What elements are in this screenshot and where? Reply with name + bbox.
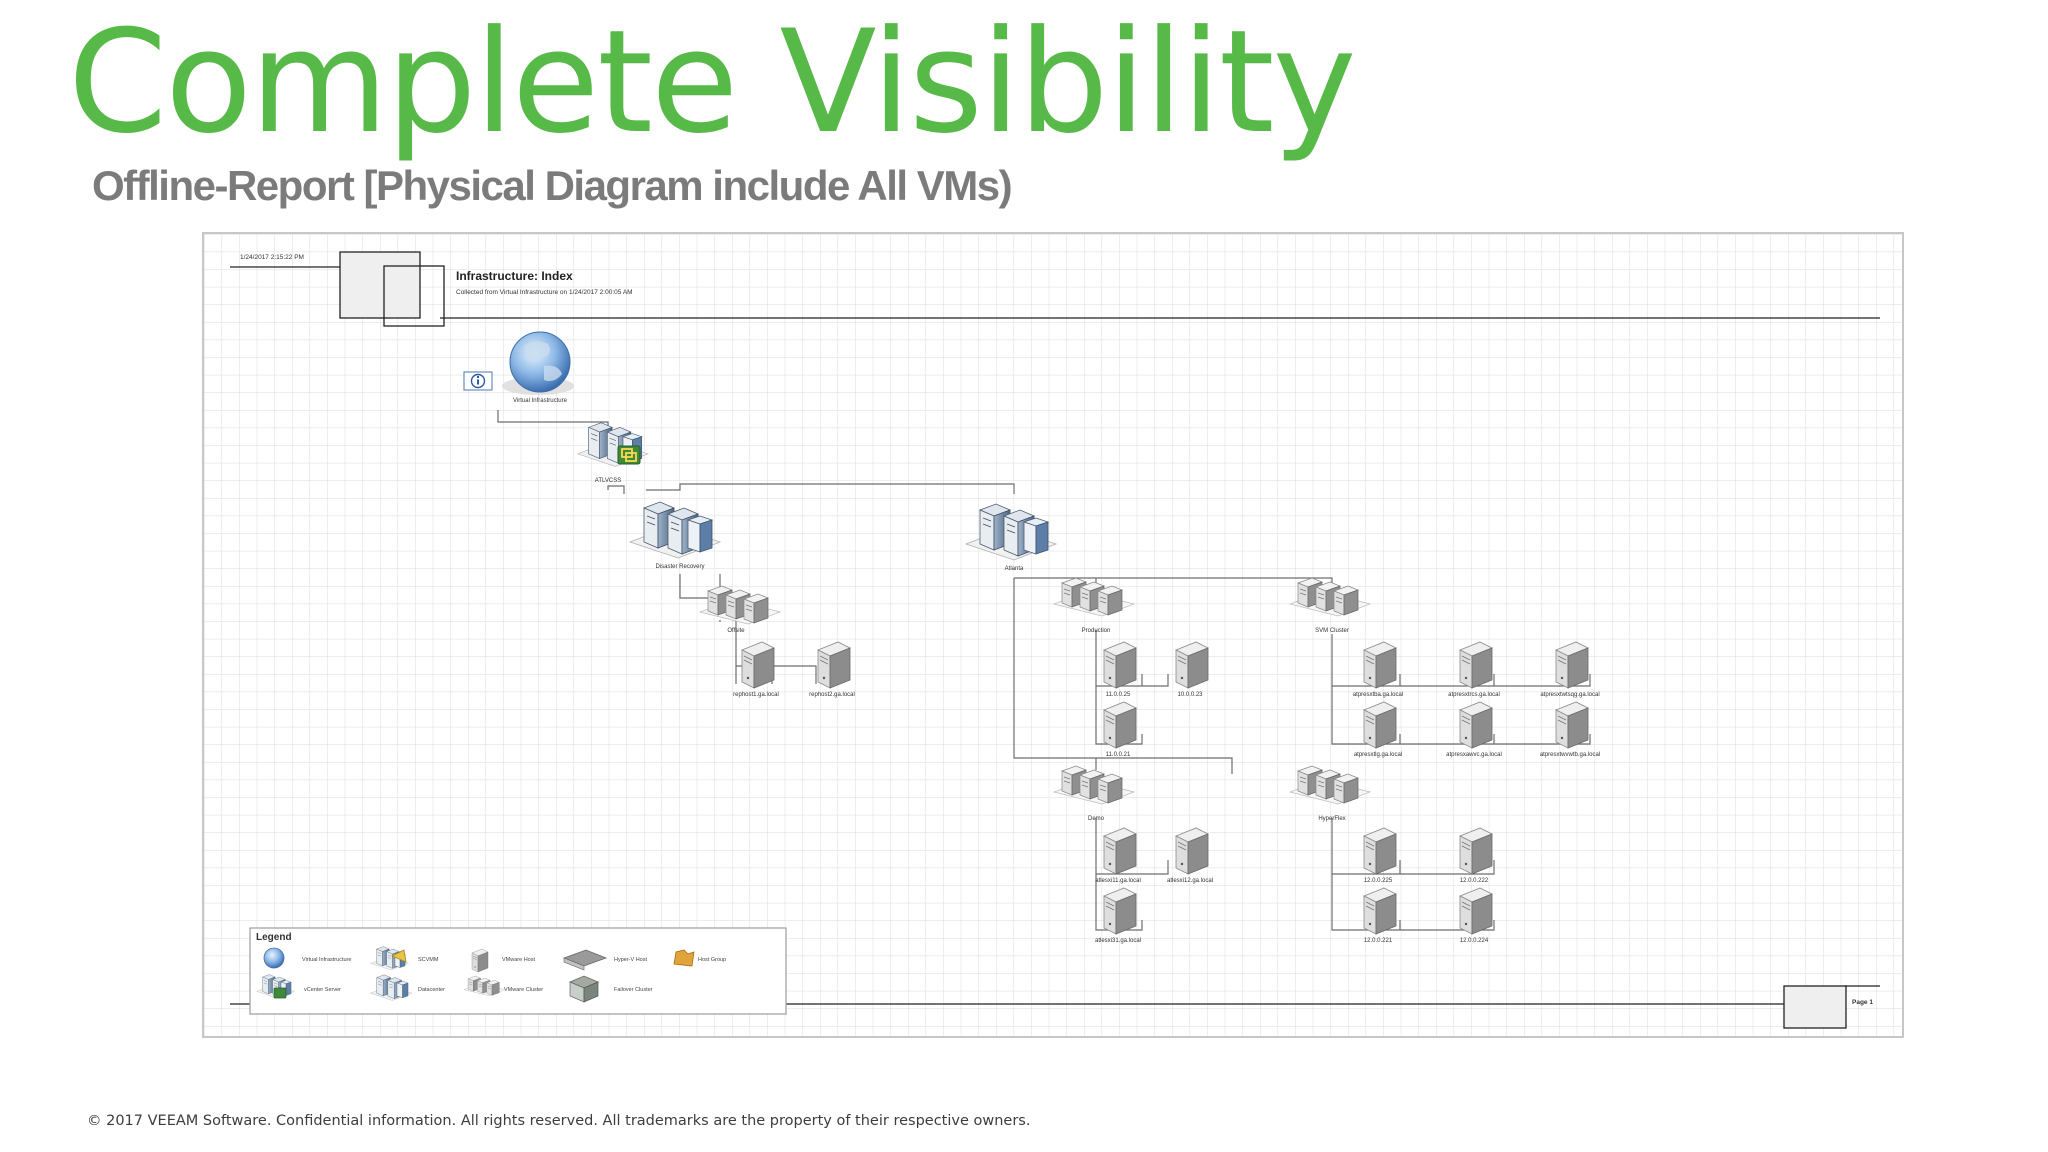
legend: Legend Virtual Infrastructure SCVMM VMwa… <box>249 927 787 1015</box>
host-server-icon <box>1555 641 1589 689</box>
legend-item: Virtual Infrastructure <box>302 957 351 963</box>
svg-text:12.0.0.225: 12.0.0.225 <box>1364 878 1393 884</box>
svg-text:12.0.0.224: 12.0.0.224 <box>1460 938 1489 944</box>
node-host: atpresxtlg.ga.local <box>1354 701 1402 758</box>
svg-text:atlesxi12.ga.local: atlesxi12.ga.local <box>1167 878 1213 884</box>
node-host: rephost1.ga.local <box>733 641 779 698</box>
node-cluster-offsite: Offsite <box>700 586 780 634</box>
legend-item: Datacenter <box>418 987 445 993</box>
node-cluster-hyperflex: HyperFlex <box>1290 766 1370 822</box>
host-server-icon <box>1363 701 1397 749</box>
host-server-icon <box>1103 641 1137 689</box>
infrastructure-diagram: 1/24/2017 2:15:22 PM Infrastructure: Ind… <box>204 234 1902 1036</box>
node-cluster-demo: Demo <box>1054 766 1134 822</box>
node-label: Demo <box>1088 816 1105 822</box>
scvmm-icon <box>391 949 407 963</box>
vcenter-server-icon <box>617 445 641 465</box>
diagram-frame: 1/24/2017 2:15:22 PM Infrastructure: Ind… <box>202 232 1904 1038</box>
node-vcenter: ATLVCSS <box>577 422 649 484</box>
host-server-icon <box>817 641 851 689</box>
node-host: atpresxtrcs.ga.local <box>1448 641 1500 698</box>
svg-text:rephost2.ga.local: rephost2.ga.local <box>809 692 855 698</box>
host-server-icon <box>1459 701 1493 749</box>
globe-icon <box>509 331 571 393</box>
node-virtual-infrastructure: Virtual Infrastructure <box>463 331 574 404</box>
svg-text:11.0.0.25: 11.0.0.25 <box>1106 692 1131 698</box>
legend-item: Failover Cluster <box>614 987 653 993</box>
host-server-icon <box>1459 887 1493 935</box>
host-server-icon <box>1175 641 1209 689</box>
host-server-icon <box>1555 701 1589 749</box>
node-host: atpresxawvc.ga.local <box>1446 701 1502 758</box>
legend-item: Hyper-V Host <box>614 957 647 963</box>
svg-text:12.0.0.222: 12.0.0.222 <box>1460 878 1489 884</box>
folder-icon <box>673 949 695 967</box>
node-label: HyperFlex <box>1318 816 1345 822</box>
host-server-icon <box>1459 641 1493 689</box>
svg-text:atpresxtba.ga.local: atpresxtba.ga.local <box>1353 692 1403 698</box>
host-server-icon <box>1363 641 1397 689</box>
node-dc-atlanta: Atlanta <box>965 503 1057 572</box>
host-server-icon <box>1103 887 1137 935</box>
node-host: rephost2.ga.local <box>809 641 855 698</box>
node-cluster-svm: SVM Cluster <box>1290 578 1370 634</box>
svg-text:atpresxtrcs.ga.local: atpresxtrcs.ga.local <box>1448 692 1500 698</box>
report-heading: Infrastructure: Index <box>456 269 573 283</box>
legend-item: Host Group <box>698 957 726 963</box>
page-marker <box>1783 985 1847 1029</box>
globe-icon <box>263 947 285 969</box>
node-label: Production <box>1082 628 1111 634</box>
node-label: SVM Cluster <box>1315 628 1349 634</box>
svg-text:11.0.0.21: 11.0.0.21 <box>1106 752 1131 758</box>
node-label: Disaster Recovery <box>655 564 704 570</box>
node-dc-disaster-recovery: Disaster Recovery <box>629 501 721 570</box>
legend-item: SCVMM <box>418 957 439 963</box>
copyright-footer: © 2017 VEEAM Software. Confidential info… <box>87 1113 1031 1129</box>
node-host: 12.0.0.225 <box>1363 827 1397 884</box>
slide-subtitle: Offline-Report [Physical Diagram include… <box>92 162 1013 209</box>
node-label: ATLVCSS <box>595 478 621 484</box>
page-number: Page 1 <box>1852 999 1873 1006</box>
host-server-icon <box>1459 827 1493 875</box>
header-marker <box>339 251 421 319</box>
node-host: atlesxi12.ga.local <box>1167 827 1213 884</box>
node-host: 12.0.0.222 <box>1459 827 1493 884</box>
node-host: 10.0.0.23 <box>1175 641 1209 698</box>
node-host: 11.0.0.21 <box>1103 701 1137 758</box>
svg-text:atpresxtlg.ga.local: atpresxtlg.ga.local <box>1354 752 1402 758</box>
svg-text:atpresxawvc.ga.local: atpresxawvc.ga.local <box>1446 752 1502 758</box>
report-timestamp: 1/24/2017 2:15:22 PM <box>240 254 304 261</box>
svg-text:atlesxi31.ga.local: atlesxi31.ga.local <box>1095 938 1141 944</box>
host-server-icon <box>1175 827 1209 875</box>
svg-text:atpresxtwtsqg.ga.local: atpresxtwtsqg.ga.local <box>1540 692 1599 698</box>
svg-text:10.0.0.23: 10.0.0.23 <box>1177 692 1203 698</box>
node-host: atpresxtba.ga.local <box>1353 641 1403 698</box>
legend-item: VMware Cluster <box>504 987 543 993</box>
host-server-icon <box>1103 701 1137 749</box>
svg-text:12.0.0.221: 12.0.0.221 <box>1364 938 1393 944</box>
node-label: Virtual Infrastructure <box>513 398 568 404</box>
host-server-icon <box>1363 887 1397 935</box>
report-collected: Collected from Virtual Infrastructure on… <box>456 289 633 296</box>
host-server-icon <box>1363 827 1397 875</box>
slide-title: Complete Visibility <box>68 0 1357 165</box>
node-host: atlesxi31.ga.local <box>1095 887 1141 944</box>
node-label: Atlanta <box>1005 566 1024 572</box>
node-host: atpresxtwvwtb.ga.local <box>1540 701 1600 758</box>
node-host: 12.0.0.221 <box>1363 887 1397 944</box>
svg-text:atpresxtwvwtb.ga.local: atpresxtwvwtb.ga.local <box>1540 752 1600 758</box>
legend-title: Legend <box>256 932 292 943</box>
svg-text:atlesxi11.ga.local: atlesxi11.ga.local <box>1095 878 1141 884</box>
host-server-icon <box>1103 827 1137 875</box>
node-host: atpresxtwtsqg.ga.local <box>1540 641 1600 698</box>
legend-item: vCenter Server <box>304 987 341 993</box>
host-server-icon <box>741 641 775 689</box>
node-label: Offsite <box>727 628 745 634</box>
node-host: 12.0.0.224 <box>1459 887 1493 944</box>
node-cluster-production: Production <box>1054 578 1134 634</box>
node-host: 11.0.0.25 <box>1103 641 1137 698</box>
svg-text:rephost1.ga.local: rephost1.ga.local <box>733 692 779 698</box>
legend-item: VMware Host <box>502 957 535 963</box>
node-host: atlesxi11.ga.local <box>1095 827 1141 884</box>
